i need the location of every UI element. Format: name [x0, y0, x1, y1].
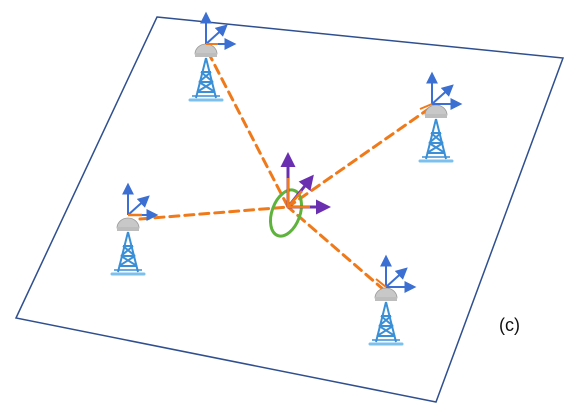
tower-top-left: [188, 14, 234, 102]
tower-axes: [375, 257, 414, 287]
link-top-left: [206, 50, 290, 209]
tower-axes: [206, 14, 234, 45]
tower-axes: [128, 185, 156, 217]
tower-left: [110, 185, 156, 276]
tower-bottom-right: [368, 257, 414, 346]
panel-label: (c): [499, 315, 520, 335]
tower-top-right: [418, 74, 460, 163]
link-bottom-right: [286, 205, 386, 292]
link-left: [138, 205, 290, 221]
tower-axes: [419, 74, 460, 110]
target-orange-axes: [286, 178, 310, 209]
target-position: [268, 152, 331, 238]
uncertainty-ellipse: [268, 188, 304, 238]
